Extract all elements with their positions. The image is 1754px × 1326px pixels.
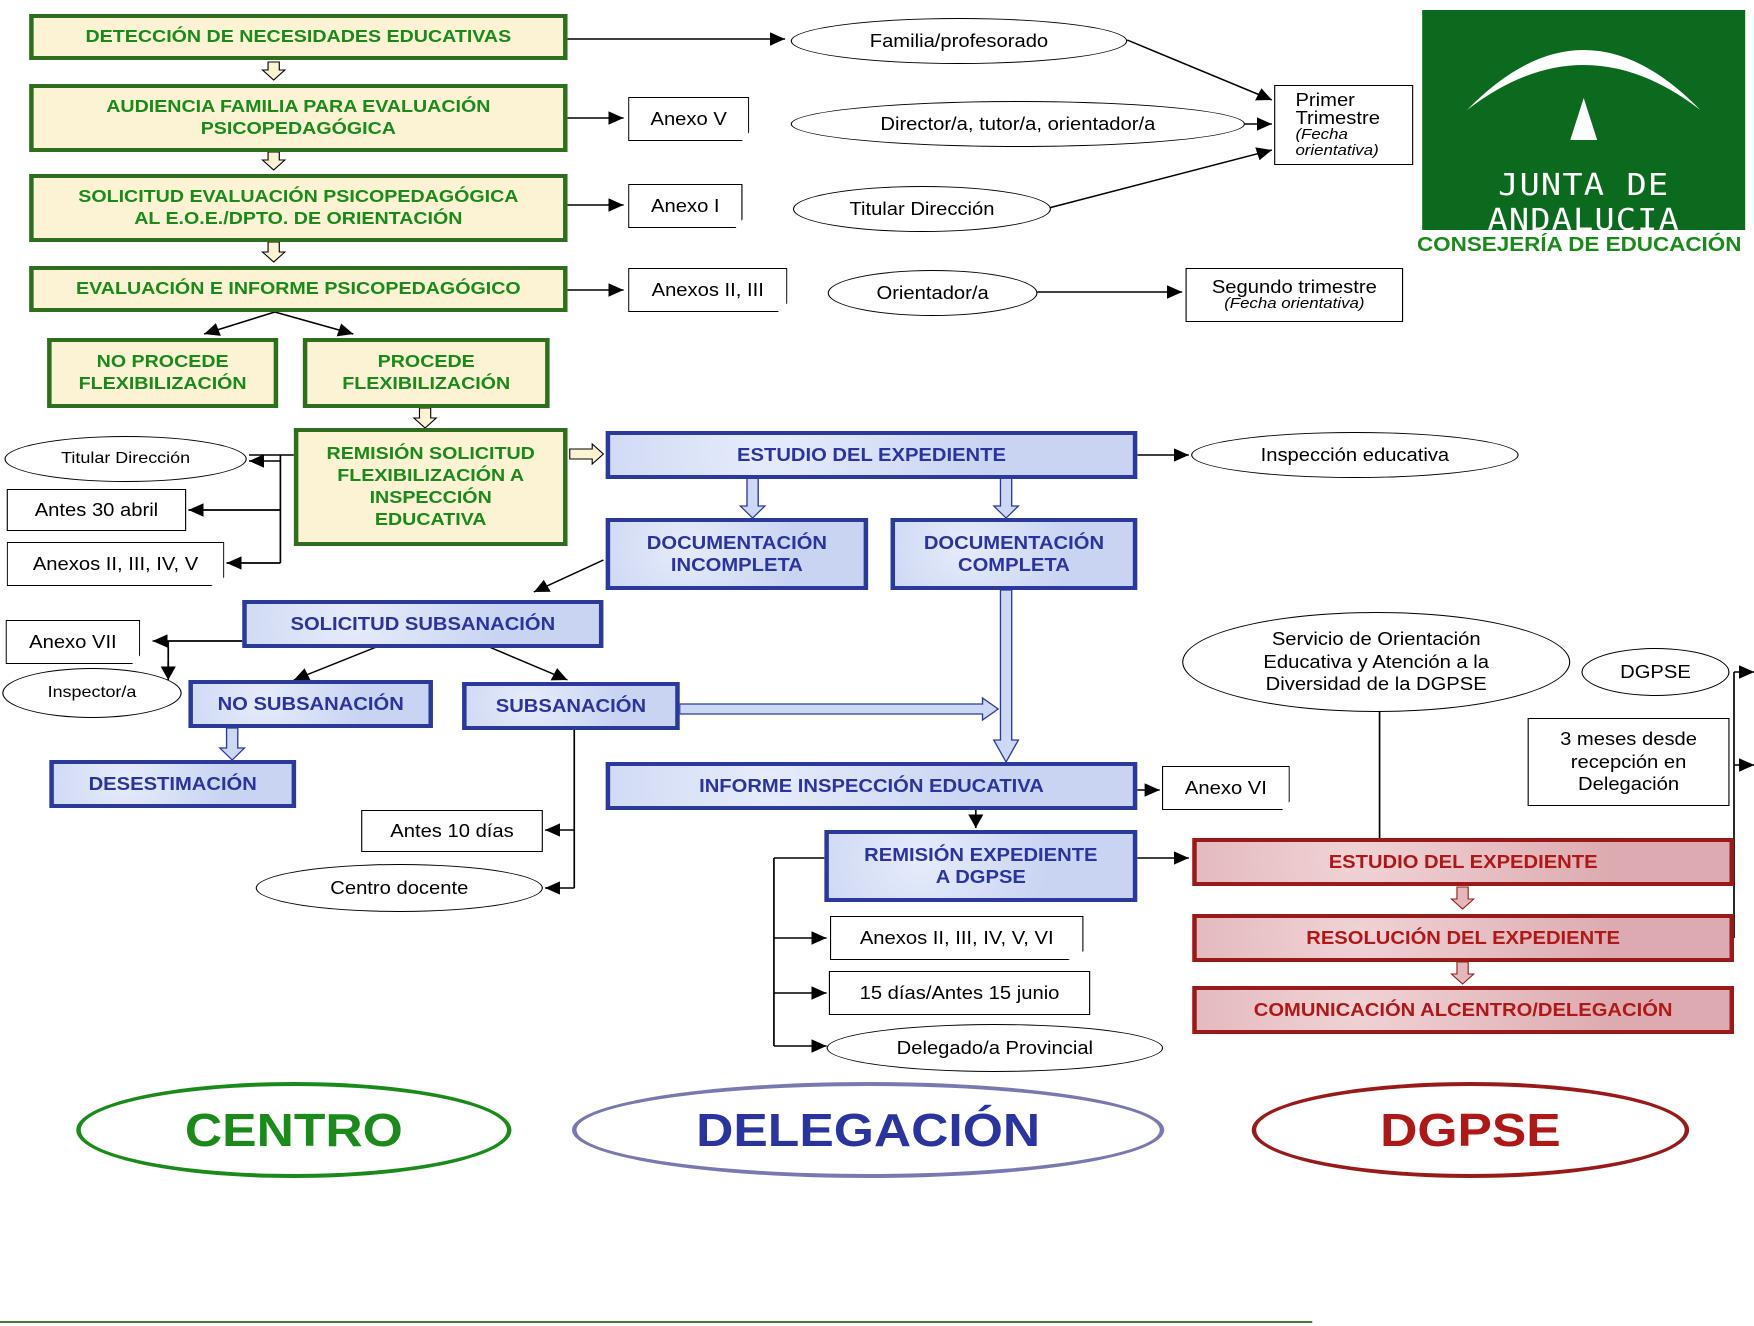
- primer-label: Primer: [1295, 90, 1355, 111]
- fecha-label: (Fecha: [1295, 126, 1348, 144]
- orientador-ellipse: Orientador/a: [827, 270, 1038, 316]
- logo-subtitle: CONSEJERÍA DE EDUCACIÓN: [1416, 234, 1742, 256]
- director-ellipse: Director/a, tutor/a, orientador/a: [790, 101, 1245, 147]
- anexo-vi-doc: Anexo VI: [1161, 766, 1290, 810]
- familia-ellipse: Familia/profesorado: [790, 18, 1128, 64]
- remision-solicitud-box: REMISIÓN SOLICITUD FLEXIBILIZACIÓN A INS…: [293, 428, 568, 546]
- estudio-dgpse-box: ESTUDIO DEL EXPEDIENTE: [1192, 838, 1734, 886]
- quince-dias-note: 15 días/Antes 15 junio: [828, 971, 1091, 1015]
- legend-delegacion: DELEGACIÓN: [572, 1082, 1165, 1178]
- dgpse-ellipse: DGPSE: [1581, 648, 1730, 696]
- desestimacion-box: DESESTIMACIÓN: [49, 760, 297, 808]
- antes-abril-note: Antes 30 abril: [6, 489, 187, 531]
- anexos-ii-iii-doc: Anexos II, III: [628, 268, 788, 312]
- junta-logo: JUNTA DE ANDALUCIA: [1422, 10, 1746, 238]
- trimestre-label: Trimestre: [1295, 108, 1380, 129]
- no-subsanacion-box: NO SUBSANACIÓN: [188, 680, 433, 728]
- audiencia-box: AUDIENCIA FAMILIA PARA EVALUACIÓN PSICOP…: [29, 84, 568, 152]
- segundo-trimestre-note: Segundo trimestre (Fecha orientativa): [1185, 268, 1404, 322]
- anexo-vii-doc: Anexo VII: [5, 620, 141, 664]
- inspeccion-ellipse: Inspección educativa: [1191, 432, 1519, 478]
- legend-centro: CENTRO: [76, 1082, 512, 1178]
- remision-dgpse-box: REMISIÓN EXPEDIENTE A DGPSE: [824, 830, 1138, 902]
- solicitud-evaluacion-box: SOLICITUD EVALUACIÓN PSICOPEDAGÓGICA AL …: [29, 174, 568, 242]
- no-procede-box: NO PROCEDE FLEXIBILIZACIÓN: [47, 338, 279, 408]
- resolucion-box: RESOLUCIÓN DEL EXPEDIENTE: [1192, 914, 1734, 962]
- servicio-ellipse: Servicio de Orientación Educativa y Aten…: [1182, 612, 1571, 712]
- comunicacion-box: COMUNICACIÓN ALCENTRO/DELEGACIÓN: [1192, 986, 1734, 1034]
- inspector-ellipse: Inspector/a: [2, 668, 182, 718]
- legend-dgpse: DGPSE: [1251, 1082, 1690, 1178]
- titular-ellipse-1: Titular Dirección: [792, 186, 1051, 232]
- anexos-todos-doc: Anexos II, III, IV, V, VI: [829, 916, 1084, 960]
- informe-inspeccion-box: INFORME INSPECCIÓN EDUCATIVA: [605, 762, 1138, 810]
- estudio-delegacion-box: ESTUDIO DEL EXPEDIENTE: [605, 431, 1138, 479]
- tres-meses-note: 3 meses desde recepción en Delegación: [1527, 718, 1730, 806]
- primer-trimestre-note: Primer Trimestre (Fecha orientativa): [1274, 85, 1414, 165]
- antes-10-dias-note: Antes 10 días: [361, 810, 543, 852]
- solicitud-subsanacion-box: SOLICITUD SUBSANACIÓN: [242, 600, 604, 648]
- titular-ellipse-2: Titular Dirección: [4, 436, 247, 482]
- delegado-ellipse: Delegado/a Provincial: [826, 1024, 1164, 1072]
- evaluacion-box: EVALUACIÓN E INFORME PSICOPEDAGÓGICO: [29, 266, 568, 312]
- logo-name: JUNTA DE ANDALUCIA: [1487, 168, 1680, 238]
- orientativa-label: orientativa): [1295, 142, 1379, 159]
- segundo-fecha-label: (Fecha orientativa): [1224, 295, 1365, 313]
- anexo-i-doc: Anexo I: [628, 184, 743, 228]
- segundo-label: Segundo trimestre: [1211, 277, 1377, 298]
- subsanacion-box: SUBSANACIÓN: [462, 682, 680, 730]
- anexos-ii-v-doc: Anexos II, III, IV, V: [6, 542, 225, 586]
- doc-incompleta-box: DOCUMENTACIÓN INCOMPLETA: [605, 518, 869, 590]
- procede-box: PROCEDE FLEXIBILIZACIÓN: [302, 338, 550, 408]
- logo-arc-icon: [1467, 50, 1701, 140]
- deteccion-box: DETECCIÓN DE NECESIDADES EDUCATIVAS: [29, 14, 568, 60]
- doc-completa-box: DOCUMENTACIÓN COMPLETA: [890, 518, 1138, 590]
- centro-docente-ellipse: Centro docente: [255, 864, 543, 912]
- anexo-v-doc: Anexo V: [628, 97, 750, 141]
